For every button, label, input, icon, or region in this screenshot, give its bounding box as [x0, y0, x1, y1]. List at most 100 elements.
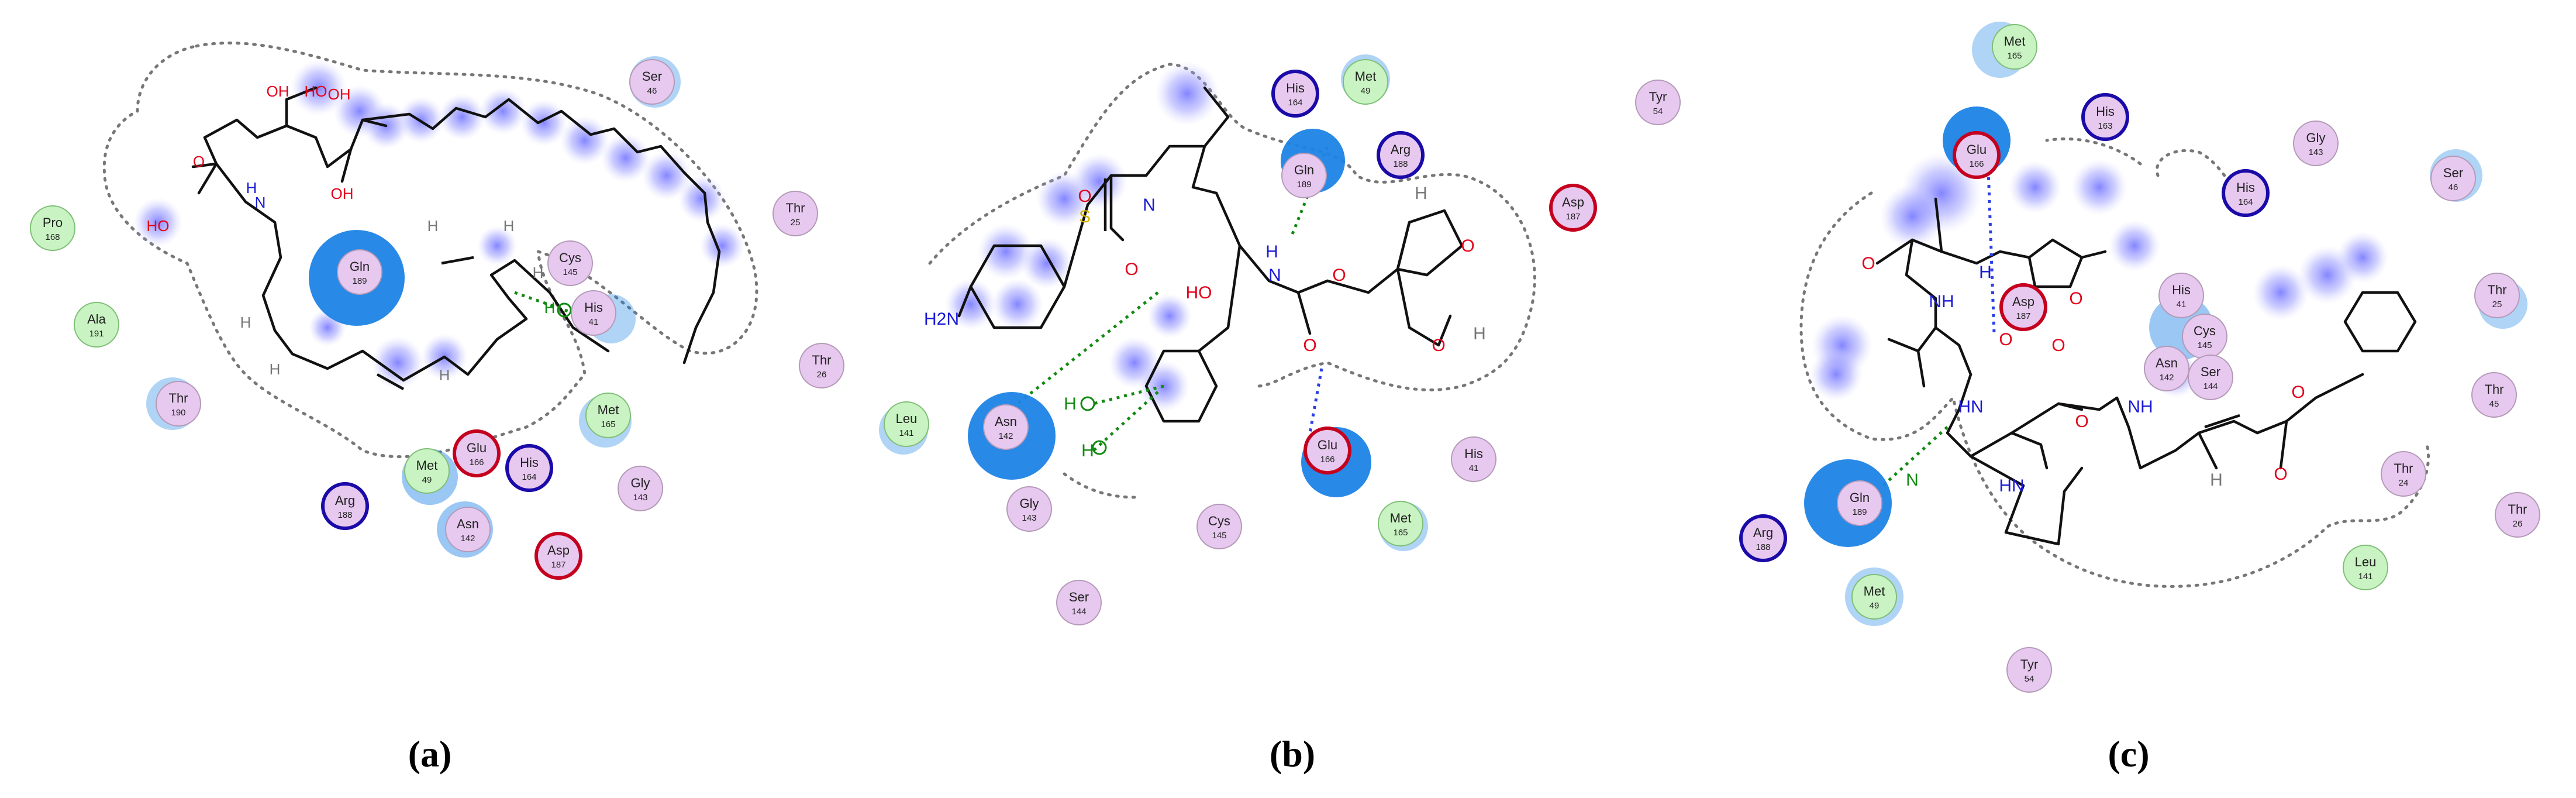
atom-label: O [1303, 336, 1316, 355]
residue-name: His [584, 300, 603, 315]
residue-number: 165 [2007, 51, 2022, 61]
residue-number: 164 [1288, 98, 1302, 108]
residue-name: Tyr [2020, 657, 2039, 672]
residue-disc [337, 249, 382, 295]
pocket-outline [928, 63, 1536, 499]
residue-disc [2471, 372, 2517, 418]
residue-number: 145 [2197, 340, 2212, 350]
residue-number: 45 [2489, 399, 2499, 409]
residue-disc [2188, 355, 2233, 400]
residue-disc [321, 482, 369, 530]
atom-label: OH [331, 185, 354, 202]
residue-name: His [1464, 446, 1483, 461]
residue-disc [547, 240, 593, 286]
residue-cys-145: Cys 145 [547, 240, 593, 286]
residue-name: Thr [786, 201, 805, 215]
residue-number: 54 [1653, 106, 1663, 116]
residue-disc [1992, 24, 2037, 70]
residue-name: Tyr [1649, 90, 1667, 104]
atom-label: O [1432, 336, 1445, 355]
residue-name: Thr [2485, 382, 2504, 397]
panel-label-c: (c) [2108, 733, 2149, 775]
atom-label: O [193, 153, 205, 170]
residue-disc [1281, 153, 1327, 198]
residue-name: Ser [2201, 364, 2220, 379]
residue-number: 49 [422, 475, 432, 485]
residue-ser-144: Ser 144 [1056, 580, 1102, 625]
pocket-outline [1799, 137, 2430, 588]
residue-number: 187 [1565, 212, 1580, 222]
residue-disc [1271, 70, 1319, 118]
atom-label: H [1473, 324, 1486, 343]
atom-label: H [427, 217, 439, 235]
atom-label: S [1079, 207, 1091, 226]
atom-label: N [1906, 470, 1919, 490]
residue-name: Arg [1391, 142, 1411, 157]
residue-number: 189 [1852, 507, 1867, 517]
residue-number: 142 [998, 431, 1013, 441]
atom-label: HN [1958, 397, 1983, 417]
residue-disc [505, 444, 553, 492]
residue-name: Ser [1069, 590, 1089, 604]
residue-name: Met [1390, 511, 1412, 525]
residue-name: Met [416, 458, 438, 473]
residue-disc [2343, 545, 2388, 590]
residue-name: Asn [457, 517, 479, 531]
residue-number: 144 [1071, 607, 1086, 617]
atom-labels: O S O N H2N HO H N O O O O H H H H [924, 184, 1486, 460]
residue-his-41: His 41 [1451, 436, 1496, 482]
ligand-exposure [133, 60, 744, 389]
atom-label: O [1125, 260, 1138, 279]
residue-number: 165 [1393, 528, 1408, 538]
residue-number: 191 [89, 329, 104, 339]
double-bond [376, 373, 405, 390]
double-bond [2204, 414, 2240, 429]
residue-number: 189 [1296, 180, 1311, 190]
residue-number: 188 [337, 510, 352, 520]
residue-number: 145 [563, 267, 577, 277]
residue-number: 41 [589, 317, 599, 327]
residue-disc [884, 401, 929, 447]
residue-thr-45: Thr 45 [2471, 372, 2517, 418]
residue-disc [74, 302, 119, 348]
residue-name: Thr [2394, 461, 2413, 476]
atom-label: H [2210, 470, 2223, 490]
residue-number: 143 [633, 493, 647, 503]
atom-label: HO [305, 82, 327, 100]
residue-his-41: His 41 [571, 290, 616, 336]
residue-number: 187 [551, 560, 565, 570]
residue-number: 188 [1393, 159, 1408, 169]
residue-disc [2222, 169, 2270, 217]
atom-label: H [270, 360, 281, 378]
atom-label: H [1979, 263, 1992, 282]
residue-disc [2293, 121, 2339, 166]
ligand-exposure [945, 61, 1219, 412]
atom-label: N [1268, 266, 1281, 285]
residue-number: 49 [1361, 86, 1371, 96]
atom-label: H [439, 366, 450, 384]
residue-name: Cys [559, 250, 581, 265]
residue-disc [1549, 184, 1597, 232]
atom-label: HO [147, 217, 170, 235]
residue-disc [2474, 273, 2520, 318]
residue-name: Asp [1562, 195, 1584, 209]
residue-name: Leu [2355, 555, 2377, 569]
residue-number: 41 [1469, 463, 1479, 473]
residue-number: 188 [1756, 542, 1770, 552]
atom-label: O [2051, 336, 2065, 355]
residue-disc [453, 429, 501, 477]
residue-name: Ser [2443, 166, 2463, 180]
residue-number: 166 [1320, 455, 1334, 465]
residue-disc [1953, 131, 2001, 179]
